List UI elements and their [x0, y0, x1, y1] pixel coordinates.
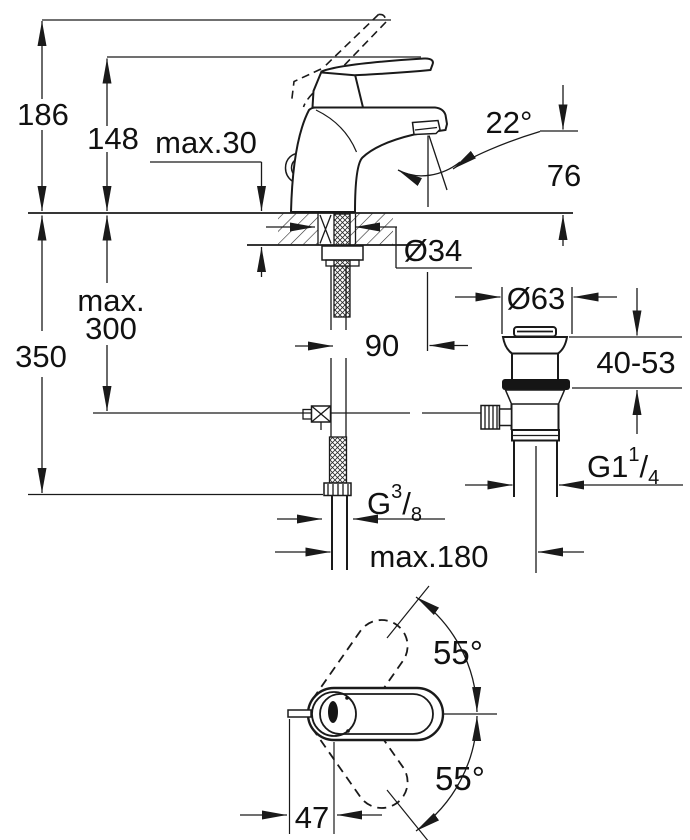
dim-handle-offset: 47 — [240, 719, 382, 835]
label-rod-reach: max.180 — [370, 539, 489, 574]
faucet-body — [284, 57, 449, 213]
dim-swing-down: 55° — [415, 715, 485, 832]
mounting-nut — [321, 245, 364, 261]
label-spout-reach: 90 — [365, 328, 399, 363]
lever-blade — [320, 57, 434, 77]
side-view: 186 148 max.30 22° 76 Ø34 — [15, 13, 683, 574]
label-swing-down: 55° — [435, 760, 485, 797]
label-install-depth: 350 — [15, 339, 67, 374]
label-supply-thread: G3/8 — [367, 481, 422, 526]
washer — [325, 259, 360, 267]
aerator — [411, 119, 441, 136]
label-total-height: 186 — [17, 97, 69, 132]
label-hose-depth-2: 300 — [85, 311, 137, 346]
label-deck-thickness: max.30 — [155, 125, 257, 160]
dim-install-depth: 350 — [15, 215, 67, 493]
dim-outlet-height: 76 — [547, 85, 581, 246]
spout-body — [289, 106, 449, 213]
label-flange-diameter: Ø63 — [507, 281, 566, 316]
pull-rod-top — [287, 709, 312, 718]
dim-hose-depth: max. 300 — [77, 215, 145, 411]
dim-swing-up: 55° — [415, 596, 483, 713]
under-counter-plumbing — [93, 213, 481, 570]
handle-logo-mark — [328, 701, 338, 723]
braided-hose — [328, 436, 348, 484]
waste-taper — [504, 389, 566, 405]
label-basin-range: 40-53 — [596, 345, 675, 380]
lever-cone — [311, 70, 365, 109]
supply-pipe-end — [331, 495, 348, 570]
label-waste-thread: G11/4 — [587, 444, 659, 489]
dim-supply-thread: G3/8 — [277, 481, 445, 526]
handle-top — [287, 686, 445, 742]
dim-spout-reach: 90 — [295, 328, 468, 363]
dim-rod-reach: max.180 — [275, 539, 584, 574]
dim-deck-thickness: max.30 — [150, 125, 266, 277]
label-spout-angle: 22° — [486, 105, 533, 140]
label-swing-up: 55° — [433, 634, 483, 671]
dim-total-height: 186 — [17, 21, 69, 211]
dim-hole-diameter: Ø34 — [266, 222, 463, 268]
dim-waste-thread: G11/4 — [465, 444, 683, 490]
label-handle-offset: 47 — [295, 800, 329, 835]
waste-gasket — [502, 379, 570, 390]
top-view: 55° 55° 47 — [240, 585, 497, 840]
waste-flange — [501, 336, 569, 355]
dim-flange-diameter: Ø63 — [455, 281, 617, 316]
label-hose-depth-1: max. — [77, 283, 144, 318]
handle-cap-ring — [311, 691, 357, 737]
label-outlet-height: 76 — [547, 158, 581, 193]
dim-body-height: 148 — [87, 58, 139, 211]
body-contour-line — [315, 109, 358, 153]
pop-up-waste-assembly — [480, 326, 570, 497]
dim-basin-range: 40-53 — [596, 288, 676, 434]
waste-tailpipe — [513, 440, 558, 497]
label-body-height: 148 — [87, 121, 139, 156]
supply-hose — [330, 266, 347, 437]
label-hole-diameter: Ø34 — [404, 233, 463, 268]
dim-spout-angle: 22° — [397, 105, 541, 186]
